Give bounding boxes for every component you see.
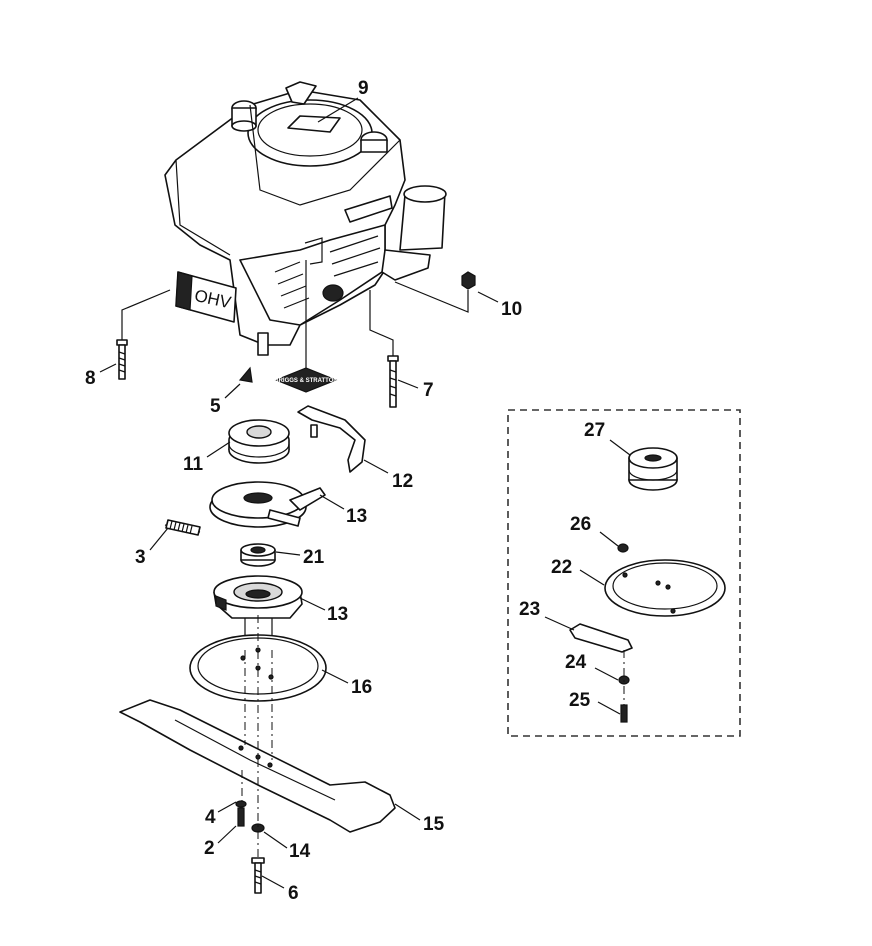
bushing-27 — [628, 447, 678, 491]
brand-logo: BRIGGS & STRATTON — [274, 260, 338, 393]
callout-14: 14 — [289, 841, 311, 862]
disc-22 — [604, 559, 726, 617]
callout-13-lower: 13 — [327, 604, 349, 625]
spacer-26 — [617, 543, 629, 553]
bolt-7 — [369, 290, 399, 408]
bolt-6 — [251, 857, 265, 894]
callout-9: 9 — [358, 78, 369, 99]
callout-24: 24 — [565, 652, 587, 673]
callout-25: 25 — [569, 690, 591, 711]
bolt-2 — [237, 807, 245, 827]
key-5 — [238, 366, 253, 383]
engine: OHV — [164, 81, 447, 356]
callout-16: 16 — [351, 677, 373, 698]
callout-27: 27 — [584, 420, 606, 441]
callout-2: 2 — [204, 838, 215, 859]
bracket-23 — [569, 623, 633, 653]
callout-3: 3 — [135, 547, 146, 568]
bolt-8 — [116, 289, 171, 380]
leader-lines — [99, 97, 631, 889]
inset-box — [507, 409, 741, 737]
bolt-25 — [620, 704, 628, 723]
callout-11: 11 — [183, 454, 204, 475]
callout-22: 22 — [551, 557, 573, 578]
blade-adapter-13-lower — [213, 575, 303, 650]
callout-21: 21 — [303, 547, 325, 568]
callout-12: 12 — [392, 471, 414, 492]
callout-8: 8 — [85, 368, 96, 389]
pulley-11 — [228, 419, 290, 464]
nut-10 — [394, 271, 476, 313]
callout-5: 5 — [210, 396, 221, 417]
spring-3 — [164, 519, 201, 536]
callout-4: 4 — [205, 807, 216, 828]
callout-15: 15 — [423, 814, 445, 835]
svg-text:BRIGGS & STRATTON: BRIGGS & STRATTON — [274, 378, 337, 384]
brake-assembly-13-upper — [209, 481, 326, 528]
callout-6: 6 — [288, 883, 299, 904]
callout-7: 7 — [423, 380, 434, 401]
bushing-21 — [240, 543, 276, 567]
callout-10: 10 — [501, 299, 523, 320]
bracket-12 — [297, 405, 366, 473]
callout-23: 23 — [519, 599, 541, 620]
washer-4 — [235, 800, 247, 808]
callout-13-upper: 13 — [346, 506, 368, 527]
callout-26: 26 — [570, 514, 592, 535]
